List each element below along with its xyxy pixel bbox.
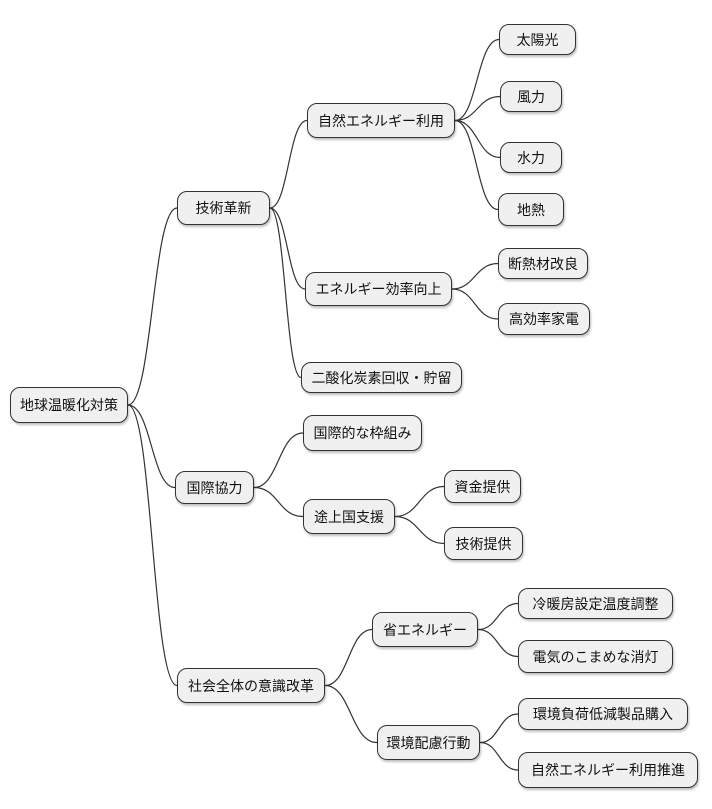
edge-awareness-to-energy-saving (324, 628, 373, 687)
node-wind-power: 風力 (500, 81, 562, 112)
edge-intl-to-framework (253, 432, 304, 489)
edge-intl-to-developing-support (253, 486, 304, 518)
node-natural-energy-use: 自然エネルギー利用 (307, 103, 455, 138)
edge-natural-energy-to-hydro (454, 119, 501, 159)
node-insulation-improvement: 断熱材改良 (498, 248, 588, 279)
node-energy-saving: 省エネルギー (372, 612, 478, 647)
edge-root-to-tech-innovation (127, 207, 178, 406)
node-hydro-power: 水力 (500, 142, 562, 173)
edge-eco-to-natural-energy-promotion (479, 741, 519, 771)
node-root-global-warming-countermeasures: 地球温暖化対策 (10, 387, 128, 423)
edge-support-to-funding (394, 485, 445, 518)
node-low-impact-product-purchase: 環境負荷低減製品購入 (518, 698, 688, 730)
node-international-framework: 国際的な枠組み (303, 415, 422, 451)
edge-tech-to-co2-capture (269, 207, 302, 379)
edge-awareness-to-eco-behavior (324, 684, 378, 744)
node-technological-innovation: 技術革新 (177, 191, 270, 225)
edge-efficiency-to-appliances (451, 288, 499, 320)
edge-tech-to-efficiency (269, 207, 306, 290)
node-geothermal: 地熱 (498, 193, 564, 226)
edge-saving-to-hvac (477, 602, 519, 631)
node-developing-country-support: 途上国支援 (303, 499, 395, 534)
edge-natural-energy-to-wind (454, 95, 501, 122)
node-society-wide-awareness-reform: 社会全体の意識改革 (177, 668, 325, 703)
edge-support-to-technology (394, 515, 445, 545)
node-solar-power: 太陽光 (499, 24, 576, 55)
node-technology-provision: 技術提供 (444, 527, 523, 560)
edge-natural-energy-to-solar (454, 38, 500, 122)
node-high-efficiency-appliances: 高効率家電 (498, 303, 590, 335)
node-eco-friendly-behavior: 環境配慮行動 (377, 725, 480, 760)
edge-saving-to-lights (477, 628, 519, 658)
edge-root-to-intl-cooperation (127, 404, 176, 489)
edge-natural-energy-to-geothermal (454, 119, 499, 211)
node-international-cooperation: 国際協力 (175, 471, 254, 504)
node-co2-capture-storage: 二酸化炭素回収・貯留 (301, 362, 462, 393)
node-hvac-temperature-adjustment: 冷暖房設定温度調整 (518, 588, 673, 619)
node-turning-off-lights: 電気のこまめな消灯 (518, 640, 673, 673)
edge-root-to-awareness-reform (127, 404, 178, 687)
node-funding-provision: 資金提供 (444, 470, 521, 503)
node-energy-efficiency-improvement: エネルギー効率向上 (305, 272, 452, 306)
edge-tech-to-natural-energy (269, 119, 308, 209)
edge-efficiency-to-insulation (451, 262, 499, 290)
node-natural-energy-promotion: 自然エネルギー利用推進 (518, 752, 698, 788)
edge-eco-to-low-impact-products (479, 713, 519, 744)
